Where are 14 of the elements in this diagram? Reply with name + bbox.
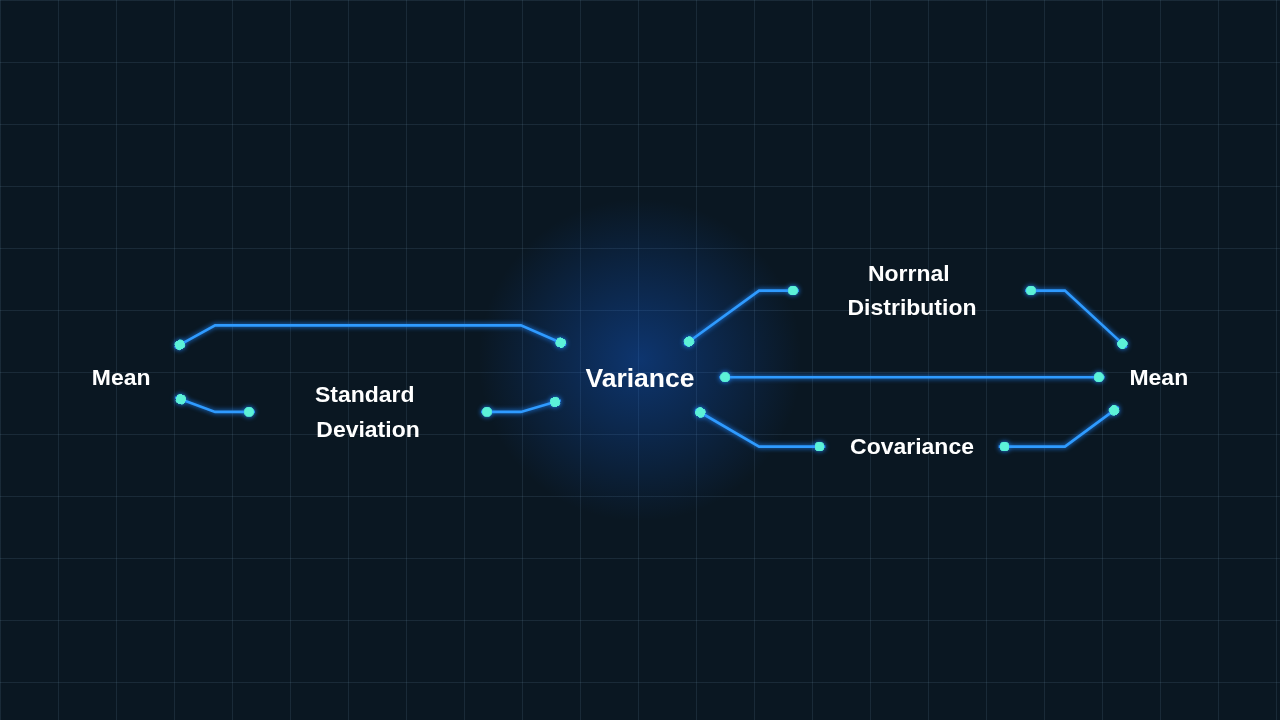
- node-text: Norrnal Distribution: [847, 259, 977, 321]
- connector: [719, 371, 1105, 383]
- connector: [683, 285, 799, 347]
- node-text: Mean: [91, 363, 151, 391]
- connector: [694, 407, 826, 452]
- node-text: Mean: [1129, 363, 1189, 391]
- node-text: Standard Deviation: [315, 380, 420, 442]
- connector: [174, 324, 567, 351]
- connector: [998, 404, 1120, 452]
- node-text: Covariance: [850, 432, 974, 460]
- connector: [1025, 285, 1128, 349]
- connector: [174, 393, 255, 418]
- node-text: Variance: [585, 362, 695, 392]
- connector: [481, 396, 562, 418]
